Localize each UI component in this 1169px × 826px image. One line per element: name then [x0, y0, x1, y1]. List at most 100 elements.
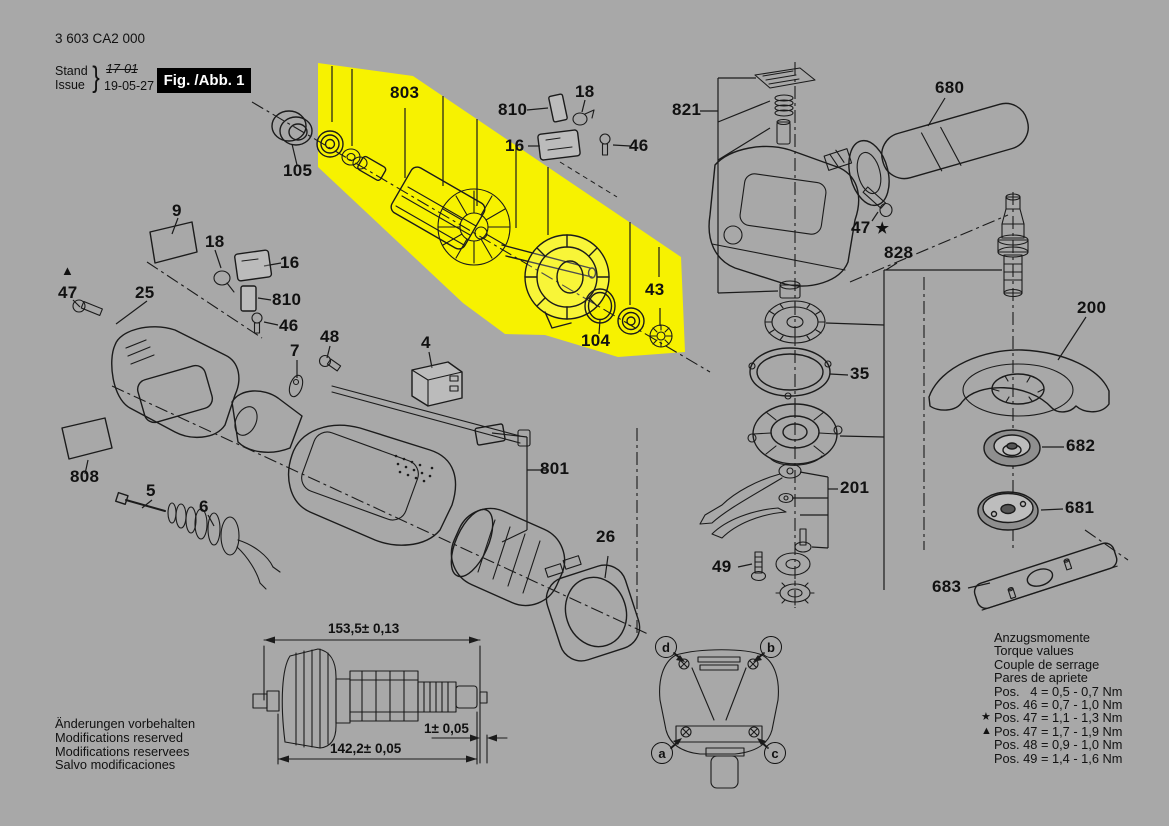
bearing-front [316, 130, 344, 158]
brush-holder-16-top [537, 129, 581, 161]
dim-armature-length: 142,2± 0,05 [330, 741, 402, 756]
torque-row: Pos. 49 = 1,4 - 1,6 Nm [994, 750, 1123, 766]
carbon-brush-top [548, 93, 568, 123]
clip-18-left [213, 270, 235, 293]
part-label-6: 6 [199, 497, 209, 516]
part-label-828: 828 [884, 243, 914, 262]
screw-46-top [599, 133, 611, 156]
grommet-6 [167, 502, 281, 590]
part-label-35: 35 [850, 364, 870, 383]
bearing-flange-cover [524, 234, 610, 329]
part-label-200: 200 [1077, 298, 1107, 317]
torque-table: Anzugsmomente Torque values Couple de se… [981, 631, 1122, 765]
part-label-105: 105 [283, 161, 313, 180]
torque-row: Pos. 48 = 0,9 - 1,0 Nm [994, 737, 1123, 753]
brace: } [92, 61, 100, 94]
part-label-821: 821 [672, 100, 702, 119]
wheel-guard-200 [928, 349, 1110, 417]
screw-position-view [659, 649, 779, 789]
issue-label: Issue [55, 78, 85, 92]
stand-label: Stand [55, 64, 88, 78]
part-label-683: 683 [932, 577, 962, 596]
dimension-drawing [252, 636, 508, 765]
part-label-18-left: 18 [205, 232, 225, 251]
part-label-49: 49 [712, 557, 732, 576]
figure-title: Fig. /Abb. 1 [163, 72, 245, 89]
torque-title: Anzugsmomente [994, 630, 1091, 645]
part-label-7: 7 [290, 341, 300, 360]
lever-7 [288, 374, 304, 398]
torque-row: Pos. 4 = 0,5 - 0,7 Nm [994, 683, 1123, 699]
screw-48 [318, 354, 342, 372]
bearing-rear [617, 307, 645, 335]
washer [775, 552, 811, 576]
part-label-43: 43 [645, 280, 665, 299]
brush-holder-16-left [234, 249, 273, 282]
air-baffle-26 [544, 555, 641, 662]
label-plate-9 [149, 221, 198, 264]
gear-housing-821 [708, 145, 860, 287]
part-label-680: 680 [935, 78, 965, 97]
torque-title: Pares de apriete [994, 670, 1088, 686]
part-label-803: 803 [390, 83, 420, 102]
part-label-801: 801 [540, 459, 570, 478]
part-label-808: 808 [70, 467, 100, 486]
side-handle-680 [823, 102, 1029, 207]
part-label-48: 48 [320, 327, 340, 346]
lever-set-201 [699, 463, 812, 553]
bearing-flange-35 [747, 403, 843, 466]
switch-4 [411, 361, 463, 407]
spindle [997, 193, 1029, 298]
part-label-681: 681 [1065, 498, 1095, 517]
torque-row: ★Pos. 47 = 1,1 - 1,3 Nm [981, 710, 1123, 726]
part-label-9: 9 [172, 201, 182, 220]
part-label-47-left: 47 [58, 283, 78, 302]
part-label-104: 104 [581, 331, 611, 350]
part-label-4: 4 [421, 333, 431, 352]
housing-vent-dots [394, 454, 434, 483]
motor-housing-801 [231, 385, 531, 546]
part-label-16-left: 16 [280, 253, 300, 272]
bushing-105 [271, 110, 313, 146]
view-marker-b: b [760, 636, 782, 658]
screw-46-left [251, 312, 263, 334]
clip-18-top [572, 109, 595, 126]
leader-lines [72, 66, 1087, 590]
part-label-810-left: 810 [272, 290, 302, 309]
lock-washer [775, 580, 815, 606]
note-line: Modifications reserved [55, 729, 184, 745]
part-label-810-top: 810 [498, 100, 528, 119]
screw-49 [750, 551, 767, 582]
type-number: 3 603 CA2 000 [55, 31, 146, 46]
fan [437, 188, 511, 266]
screw-47-star [862, 186, 893, 218]
backing-flange-682 [983, 429, 1041, 467]
screw-47-left [72, 299, 103, 317]
stand-issue-label: Stand Issue [55, 64, 88, 92]
star-marker-47: ★ [875, 220, 890, 237]
issue-date: 19-05-27 [104, 79, 155, 93]
nut [779, 280, 801, 299]
highlight-region-803 [318, 63, 685, 357]
axis-lines [111, 62, 1129, 636]
view-marker-a: a [651, 742, 673, 764]
torque-row: Pos. 46 = 0,7 - 1,0 Nm [994, 697, 1123, 713]
part-label-5: 5 [146, 481, 156, 500]
part-label-18-top: 18 [575, 82, 595, 101]
old-issue-code: 17-01 [106, 62, 138, 76]
ring-gear [764, 300, 826, 344]
pin [776, 118, 791, 145]
part-label-46-top: 46 [629, 136, 649, 155]
torque-row: ▲Pos. 47 = 1,7 - 1,9 Nm [981, 723, 1123, 739]
dim-gap: 1± 0,05 [424, 721, 469, 736]
view-marker-d: d [655, 636, 677, 658]
triangle-marker-47: ▲ [61, 263, 74, 278]
label-plate-808 [61, 417, 113, 460]
housing-cover-25 [111, 326, 240, 438]
armature-803 [357, 155, 486, 250]
note-line: Änderungen vorbehalten [55, 716, 196, 731]
part-label-47-right: 47 ★ [851, 218, 890, 237]
part-label-25: 25 [135, 283, 155, 302]
